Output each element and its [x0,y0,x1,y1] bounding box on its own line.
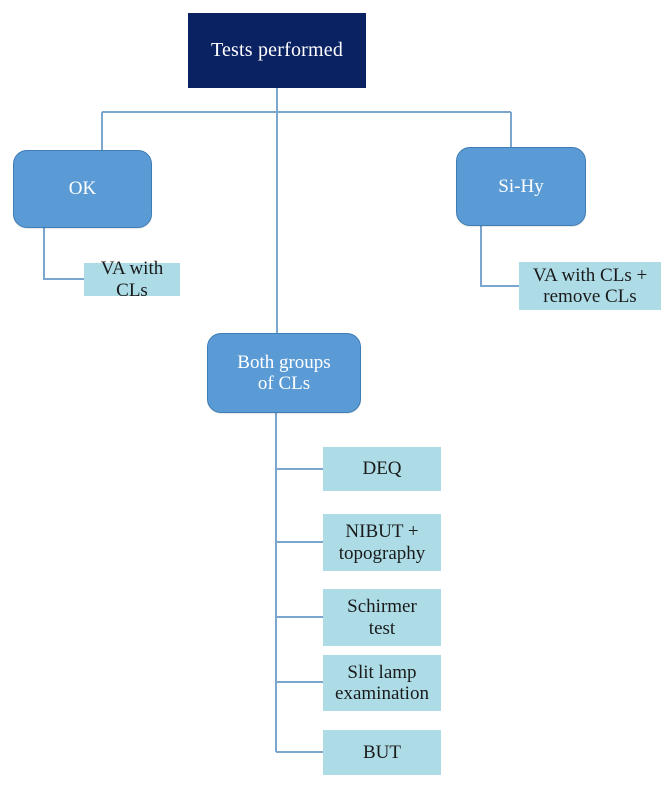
node-test-slit-lamp-label: Slit lamp examination [335,661,429,704]
node-group-sihy-label: Si-Hy [498,175,544,197]
node-test-but[interactable]: BUT [323,730,441,775]
node-test-nibut[interactable]: NIBUT + topography [323,514,441,571]
node-test-schirmer[interactable]: Schirmer test [323,589,441,646]
node-test-but-label: BUT [363,741,401,763]
node-group-ok-label: OK [68,178,97,200]
node-result-sihy-va[interactable]: VA with CLs + remove CLs [519,262,661,310]
connector-sihy-to-result [480,226,519,287]
node-test-slit-lamp[interactable]: Slit lamp examination [323,655,441,711]
connector-ok-to-result [43,228,84,280]
node-tests-performed[interactable]: Tests performed [188,13,366,88]
node-result-ok-va-label: VA with CLs [100,258,164,301]
node-test-nibut-label: NIBUT + topography [338,521,426,564]
node-group-ok[interactable]: OK [13,150,152,228]
node-group-sihy[interactable]: Si-Hy [456,147,586,226]
node-test-deq[interactable]: DEQ [323,447,441,491]
node-group-both-groups-label: Both groups of CLs [237,351,331,394]
node-result-ok-va[interactable]: VA with CLs [84,258,180,301]
node-tests-performed-label: Tests performed [210,39,344,62]
node-group-both-groups[interactable]: Both groups of CLs [207,333,361,413]
node-test-deq-label: DEQ [362,458,402,480]
node-test-schirmer-label: Schirmer test [347,596,417,639]
node-result-sihy-va-label: VA with CLs + remove CLs [532,264,648,307]
